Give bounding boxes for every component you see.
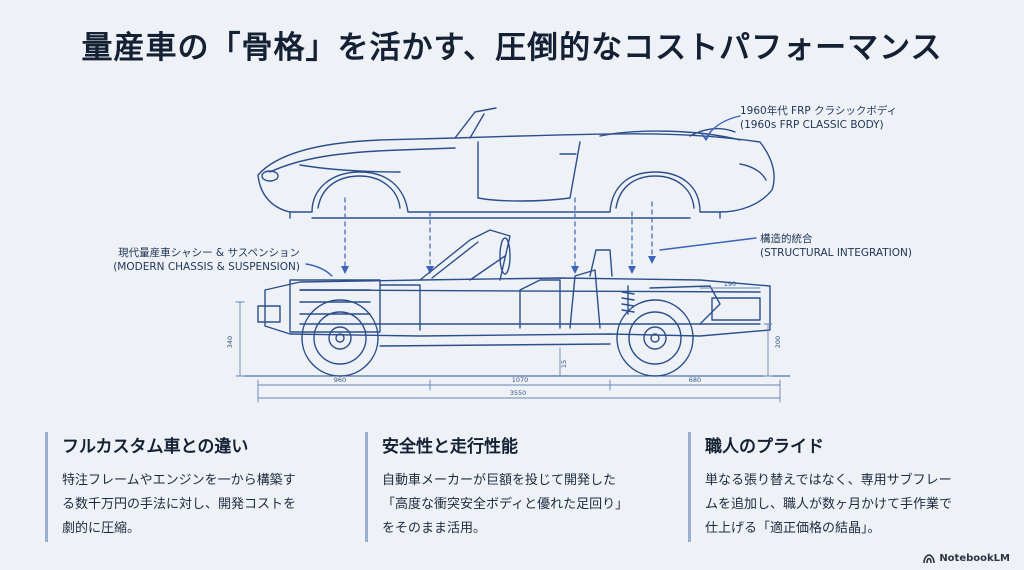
- dim-rear-overhang: 680: [689, 376, 701, 384]
- integration-arrowheads: [341, 256, 656, 274]
- dim-wheelbase: 1070: [512, 376, 529, 384]
- page-title: 量産車の「骨格」を活かす、圧倒的なコストパフォーマンス: [81, 30, 943, 66]
- callout-structural-en: (STRUCTURAL INTEGRATION): [760, 247, 912, 259]
- classic-body-shell: [257, 107, 775, 219]
- dim-ground-clearance: 15: [560, 360, 568, 368]
- card-title: 安全性と走行性能: [382, 437, 518, 457]
- callout-modern-chassis-jp: 現代量産車シャシー & サスペンション: [118, 247, 300, 259]
- logo-text: NotebookLM: [939, 553, 1010, 564]
- integration-lines: [344, 197, 653, 271]
- dim-height-right: 200: [774, 336, 782, 348]
- modern-chassis-frame: [257, 229, 771, 347]
- callout-modern-chassis: 現代量産車シャシー & サスペンション (MODERN CHASSIS & SU…: [110, 246, 300, 274]
- card-full-custom: フルカスタム車との違い 特注フレームやエンジンを一から構築す る数千万円の手法に…: [45, 432, 362, 542]
- rear-wheel: [616, 299, 694, 377]
- callout-classic-body-jp: 1960年代 FRP クラシックボディ: [740, 105, 898, 117]
- callout-modern-chassis-en: (MODERN CHASSIS & SUSPENSION): [113, 261, 300, 273]
- notebooklm-icon: [923, 553, 936, 563]
- dimension-lines: [235, 287, 781, 403]
- dim-height-left: 340: [226, 336, 234, 348]
- card-safety: 安全性と走行性能 自動車メーカーが巨額を投じて開発した 「高度な衝突安全ボディと…: [365, 432, 682, 542]
- dim-front-overhang: 960: [334, 376, 346, 384]
- feature-cards: フルカスタム車との違い 特注フレームやエンジンを一から構築す る数千万円の手法に…: [0, 424, 1024, 544]
- notebooklm-logo: NotebookLM: [923, 553, 1010, 564]
- card-title: 職人のプライド: [705, 437, 824, 457]
- card-body: 自動車メーカーが巨額を投じて開発した 「高度な衝突安全ボディと優れた足回り」 を…: [382, 473, 629, 536]
- card-title: フルカスタム車との違い: [62, 437, 249, 457]
- car-blueprint-diagram: 960 1070 680 3550 340 200 15 190: [226, 107, 791, 403]
- card-body: 特注フレームやエンジンを一から構築す る数千万円の手法に対し、開発コストを 劇的…: [62, 473, 297, 536]
- callout-classic-body-en: (1960s FRP CLASSIC BODY): [740, 119, 884, 131]
- front-wheel: [301, 299, 379, 377]
- dim-top-right: 190: [724, 280, 736, 288]
- callout-structural-jp: 構造的統合: [760, 233, 813, 245]
- callout-structural: 構造的統合 (STRUCTURAL INTEGRATION): [760, 232, 912, 260]
- callout-classic-body: 1960年代 FRP クラシックボディ (1960s FRP CLASSIC B…: [740, 104, 897, 132]
- card-craftsman: 職人のプライド 単なる張り替えではなく、専用サブフレー ムを追加し、職人が数ヶ月…: [688, 432, 1005, 542]
- dim-total-length: 3550: [510, 389, 527, 397]
- card-body: 単なる張り替えではなく、専用サブフレー ムを追加し、職人が数ヶ月かけて手作業で …: [705, 473, 953, 536]
